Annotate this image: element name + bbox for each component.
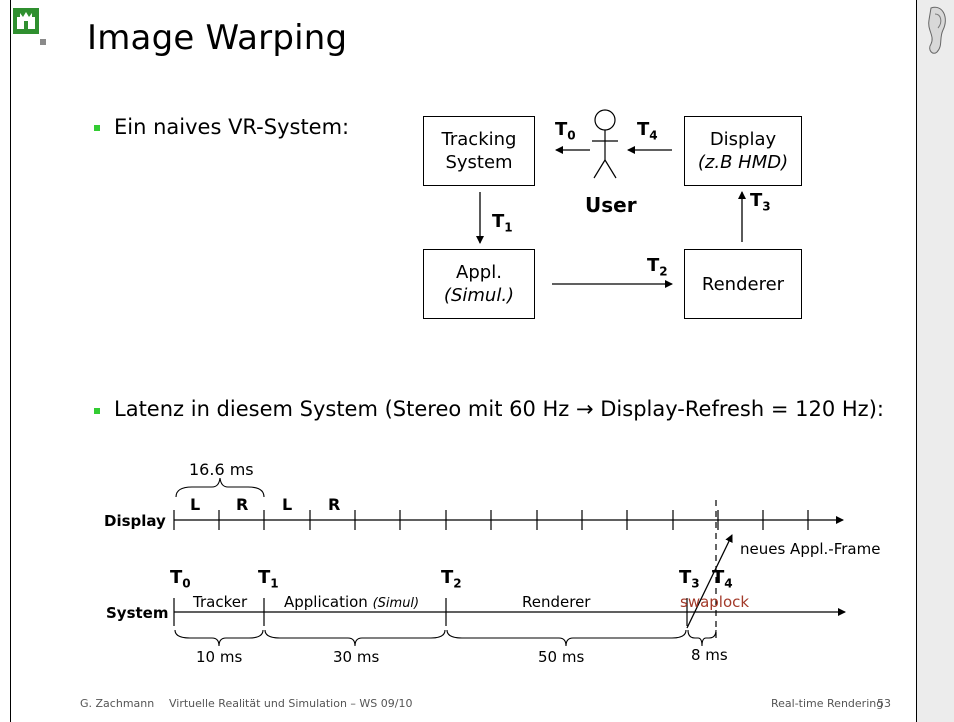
bullet-marker [94, 125, 100, 131]
frame-length-label: 16.6 ms [189, 460, 254, 479]
system-row-label: System [106, 604, 169, 622]
timeline-t1: T1 [258, 567, 279, 591]
timeline-t3: T3 [679, 567, 700, 591]
duration-10ms: 10 ms [196, 648, 243, 666]
logo-square [40, 39, 46, 45]
appl-line1: Appl. [456, 262, 502, 283]
timeline-t2: T2 [441, 567, 462, 591]
right-sidebar [916, 0, 954, 722]
footer-page-number: 53 [877, 697, 891, 710]
system-ticks [173, 598, 688, 626]
duration-braces [174, 629, 717, 647]
bullet-latency: Latenz in diesem System (Stereo mit 60 H… [114, 397, 884, 421]
tracking-line2: System [445, 152, 513, 173]
t0-label: T0 [555, 119, 576, 143]
slide-frame [10, 0, 917, 722]
bullet-marker [94, 408, 100, 414]
display-R-2: R [328, 495, 341, 514]
renderer-label: Renderer [701, 273, 785, 295]
t1-label: T1 [492, 211, 513, 235]
application-phase: Application (Simul) [284, 593, 420, 611]
display-row-label: Display [104, 512, 166, 530]
university-logo-icon [13, 8, 39, 34]
swaplock-phase: swaplock [680, 593, 750, 611]
t4-label: T4 [637, 119, 658, 143]
display-L-1: L [190, 495, 201, 514]
slide-title: Image Warping [87, 18, 348, 58]
renderer-phase: Renderer [522, 593, 591, 611]
footer-section: Real-time Rendering [771, 697, 884, 710]
new-frame-arrow [686, 534, 733, 629]
display-ticks [173, 510, 809, 530]
timeline-t0: T0 [170, 567, 191, 591]
display-L-2: L [282, 495, 293, 514]
tracker-phase: Tracker [193, 593, 248, 611]
display-box: Display (z.B HMD) [684, 116, 802, 186]
timeline-t4: T4 [712, 567, 733, 591]
t2-label: T2 [647, 255, 668, 279]
user-stick-figure-icon [592, 109, 618, 179]
footer-course: Virtuelle Realität und Simulation – WS 0… [169, 697, 413, 710]
footer-author: G. Zachmann [80, 697, 155, 710]
new-frame-label: neues Appl.-Frame [740, 540, 881, 558]
appl-line2: (Simul.) [443, 285, 515, 306]
duration-50ms: 50 ms [538, 648, 585, 666]
display-R-1: R [236, 495, 249, 514]
renderer-box: Renderer [684, 249, 802, 319]
display-line1: Display [709, 129, 777, 150]
ear-logo-icon [928, 6, 946, 54]
user-label: User [585, 193, 637, 217]
display-line2: (z.B HMD) [697, 152, 789, 173]
bullet-naive-system: Ein naives VR-System: [114, 115, 350, 139]
appl-box: Appl. (Simul.) [423, 249, 535, 319]
tracking-system-box: Tracking System [423, 116, 535, 186]
tracking-line1: Tracking [441, 129, 517, 150]
t3-label: T3 [750, 190, 771, 214]
frame-brace [175, 477, 265, 498]
duration-30ms: 30 ms [333, 648, 380, 666]
duration-8ms: 8 ms [691, 646, 728, 664]
